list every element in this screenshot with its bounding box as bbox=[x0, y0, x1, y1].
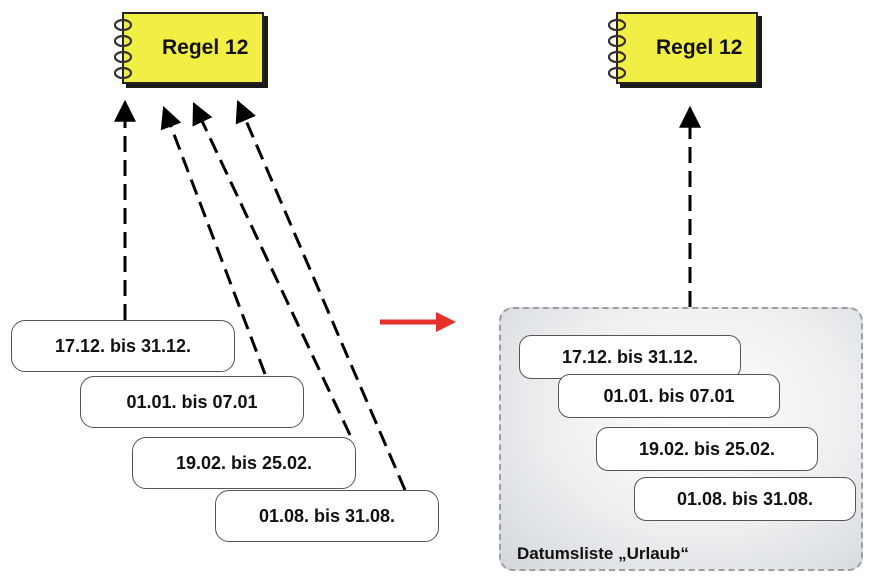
date-range-label: 19.02. bis 25.02. bbox=[638, 438, 776, 459]
rule-title-right: Regel 12 bbox=[656, 36, 743, 59]
date-range-label: 01.01. bis 07.01 bbox=[126, 391, 258, 412]
date-range-box: 01.01. bis 07.01 bbox=[80, 376, 304, 428]
date-range-label: 01.08. bis 31.08. bbox=[258, 505, 396, 526]
rule-title-left: Regel 12 bbox=[162, 36, 249, 59]
rule-card-left: Regel 12 bbox=[113, 12, 264, 84]
date-range-label: 19.02. bis 25.02. bbox=[175, 452, 313, 473]
date-range-box: 19.02. bis 25.02. bbox=[596, 427, 818, 471]
dashed-arrow-3 bbox=[192, 102, 352, 436]
date-range-box: 01.01. bis 07.01 bbox=[558, 374, 780, 418]
group-label: Datumsliste „Urlaub“ bbox=[517, 544, 689, 563]
date-range-box: 17.12. bis 31.12. bbox=[519, 335, 741, 379]
spiral-binding-icon bbox=[113, 18, 133, 80]
date-range-box: 19.02. bis 25.02. bbox=[132, 437, 356, 489]
date-range-box: 01.08. bis 31.08. bbox=[215, 490, 439, 542]
date-range-label: 17.12. bis 31.12. bbox=[54, 335, 192, 356]
date-range-box: 17.12. bis 31.12. bbox=[11, 320, 235, 372]
transition-arrow-icon bbox=[380, 312, 456, 332]
date-range-label: 01.08. bis 31.08. bbox=[676, 488, 814, 509]
spiral-binding-icon bbox=[607, 18, 627, 80]
date-list-group: 17.12. bis 31.12. 01.01. bis 07.01 19.02… bbox=[499, 307, 863, 571]
date-range-box: 01.08. bis 31.08. bbox=[634, 477, 856, 521]
date-range-label: 17.12. bis 31.12. bbox=[561, 346, 699, 367]
rule-card-right: Regel 12 bbox=[607, 12, 758, 84]
dashed-arrow-4 bbox=[235, 99, 407, 491]
date-range-label: 01.01. bis 07.01 bbox=[603, 385, 735, 406]
